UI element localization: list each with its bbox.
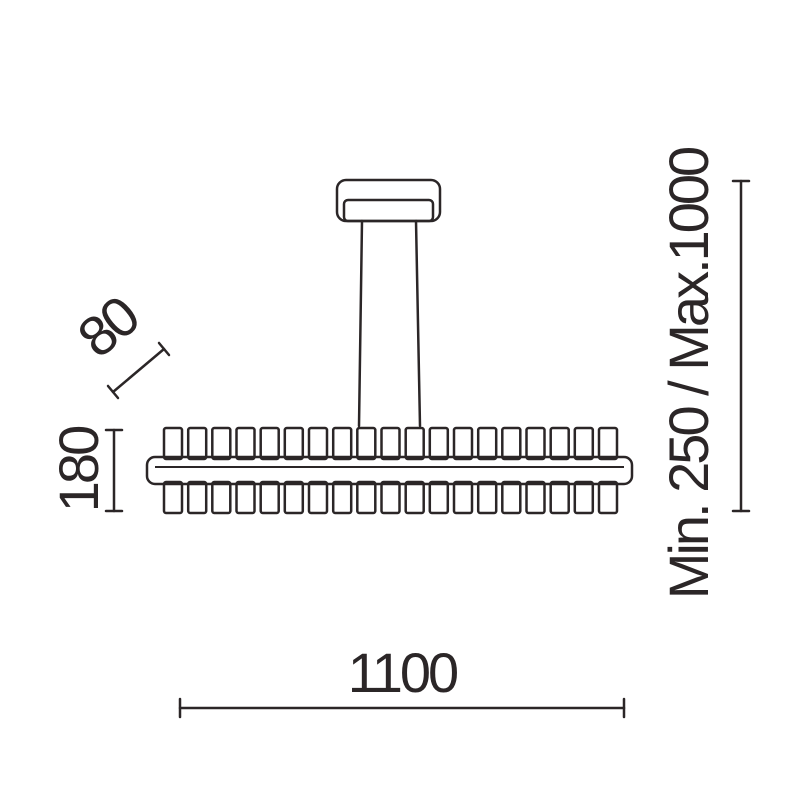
crystal-top [283, 426, 305, 461]
crystal-top [380, 426, 401, 461]
crystal-elements [162, 426, 619, 515]
crystal-top [501, 426, 522, 461]
crystal-bottom [549, 480, 570, 515]
crystal-bottom [211, 480, 232, 515]
height-dimension: 180 [47, 427, 124, 513]
height-label: 180 [47, 427, 110, 512]
crystal-top [428, 426, 450, 461]
ceiling-canopy [335, 178, 442, 223]
crystal-top [573, 426, 595, 461]
crystal-top [235, 426, 256, 461]
crystal-top [525, 426, 546, 461]
crystal-top [211, 426, 232, 461]
crystal-bottom [162, 480, 184, 515]
crystal-top [307, 426, 329, 461]
crystal-bottom [356, 480, 377, 515]
suspension-rods [357, 219, 422, 428]
crystal-top [186, 426, 208, 461]
crystal-bottom [525, 480, 546, 515]
crystal-top [259, 426, 280, 461]
crystal-bottom [259, 480, 280, 515]
depth-dimension: 80 [66, 284, 171, 400]
crystal-bottom [307, 480, 329, 515]
crystal-bottom [380, 480, 401, 515]
frame-bar [145, 455, 634, 486]
crystal-bottom [186, 480, 208, 515]
width-label: 1100 [348, 641, 457, 704]
crystal-bottom [404, 480, 425, 515]
crystal-bottom [573, 480, 595, 515]
crystal-top [452, 426, 474, 461]
width-dimension: 1100 [178, 641, 626, 719]
crystal-bottom [235, 480, 256, 515]
crystal-bottom [476, 480, 498, 515]
crystal-top [162, 426, 184, 461]
crystal-top [404, 426, 425, 461]
depth-label: 80 [66, 284, 150, 369]
crystal-bottom [331, 480, 353, 515]
suspension-dimension: Min. 250 / Max.1000 [657, 148, 751, 599]
crystal-top [331, 426, 353, 461]
crystal-top [356, 426, 377, 461]
suspension-label: Min. 250 / Max.1000 [657, 148, 720, 599]
crystal-bottom [428, 480, 450, 515]
crystal-bottom [597, 480, 619, 515]
crystal-bottom [452, 480, 474, 515]
crystal-top [597, 426, 619, 461]
crystal-top [476, 426, 498, 461]
crystal-bottom [283, 480, 305, 515]
crystal-bottom [501, 480, 522, 515]
crystal-top [549, 426, 570, 461]
